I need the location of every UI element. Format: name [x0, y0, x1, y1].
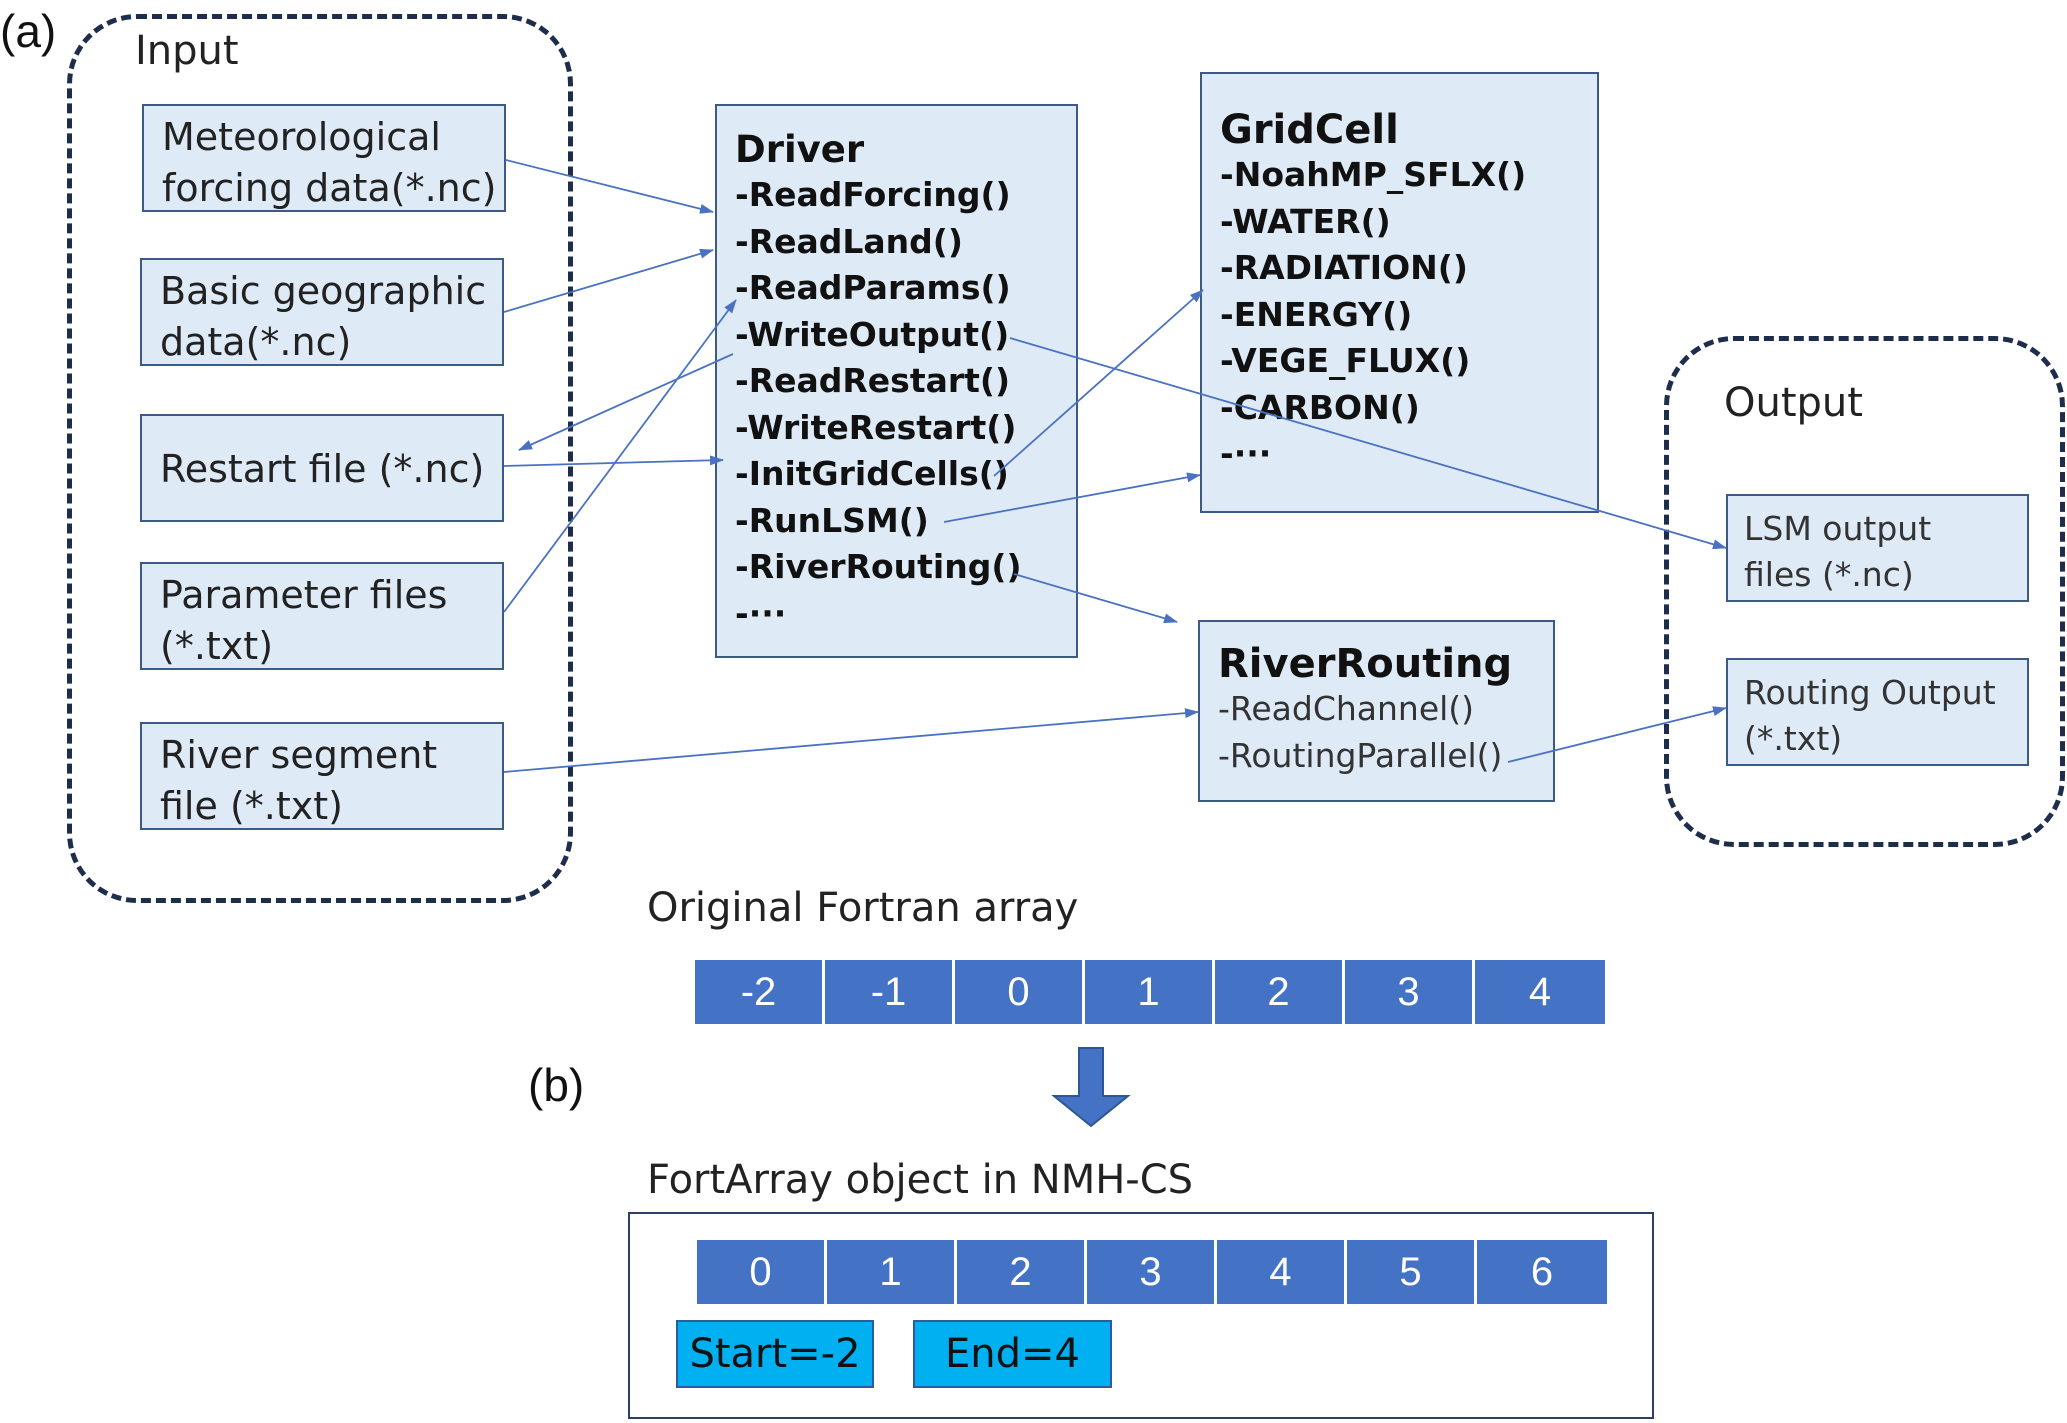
file-line: Basic geographic — [160, 269, 487, 313]
file-line: forcing data(*.nc) — [162, 166, 497, 210]
file-line: River segment — [160, 733, 438, 777]
parameter-files: Parameter files (*.txt) — [140, 562, 504, 670]
output-group-frame — [1664, 336, 2065, 847]
driver-method: -··· — [735, 593, 787, 633]
basic-geographic-file: Basic geographic data(*.nc) — [140, 258, 504, 366]
fortran-array: -2 -1 0 1 2 3 4 — [695, 960, 1605, 1024]
riverrouting-method: -RoutingParallel() — [1218, 735, 1503, 775]
meteorological-forcing-file: Meteorological forcing data(*.nc) — [142, 104, 506, 212]
gridcell-method: -VEGE_FLUX() — [1220, 341, 1471, 380]
arrow-initgridcells-to-gridcell — [993, 289, 1204, 477]
panel-a-label: (a) — [0, 5, 57, 57]
file-line: Meteorological — [162, 115, 441, 159]
array-cell: 5 — [1347, 1240, 1477, 1304]
gridcell-method: -RADIATION() — [1220, 248, 1468, 287]
array-cell: 0 — [697, 1240, 827, 1304]
gridcell-method: -ENERGY() — [1220, 294, 1413, 334]
riverrouting-method: -ReadChannel() — [1218, 689, 1475, 728]
array-cell: 2 — [957, 1240, 1087, 1304]
fortran-array-caption: Original Fortran array — [647, 885, 1079, 931]
driver-method: -ReadLand() — [735, 221, 963, 261]
array-cell: -2 — [695, 960, 825, 1024]
driver-title: Driver — [735, 128, 865, 171]
fortarray-object-array: 0 1 2 3 4 5 6 — [697, 1240, 1607, 1304]
arrow-riverrouting-call — [1013, 573, 1178, 624]
file-line: Parameter files — [160, 573, 448, 617]
array-cell: 0 — [955, 960, 1085, 1024]
file-line: file (*.txt) — [160, 784, 343, 828]
driver-method: -InitGridCells() — [735, 454, 1009, 493]
output-group-title: Output — [1724, 380, 1863, 426]
array-cell: 3 — [1345, 960, 1475, 1024]
driver-method: -ReadParams() — [735, 268, 1011, 307]
input-group-frame — [67, 14, 573, 903]
gridcell-title: GridCell — [1220, 107, 1399, 153]
file-line: data(*.nc) — [160, 320, 352, 364]
array-cell: 2 — [1215, 960, 1345, 1024]
file-line: files (*.nc) — [1744, 555, 1914, 594]
arrow-routingparallel-to-routingoutput — [1507, 706, 1727, 763]
routing-output-file: Routing Output (*.txt) — [1726, 658, 2029, 766]
array-cell: 4 — [1217, 1240, 1347, 1304]
gridcell-method: -NoahMP_SFLX() — [1220, 155, 1527, 194]
arrow-restartfile-to-readrestart — [503, 455, 724, 467]
driver-method: -RunLSM() — [735, 500, 929, 540]
arrow-writerestart-to-restartfile — [518, 353, 734, 451]
file-line: (*.txt) — [160, 624, 274, 668]
arrow-writeoutput-to-lsmoutput — [1009, 337, 1727, 550]
arrow-paramfiles-to-readparams — [503, 299, 737, 613]
driver-method: -WriteOutput() — [735, 314, 1010, 354]
file-line: (*.txt) — [1744, 719, 1843, 758]
gridcell-method: -CARBON() — [1220, 387, 1420, 427]
start-index-tag: Start=-2 — [676, 1320, 874, 1388]
restart-file: Restart file (*.nc) — [140, 414, 504, 522]
riverrouting-class-box: RiverRouting -ReadChannel() -RoutingPara… — [1198, 620, 1555, 802]
array-cell: -1 — [825, 960, 955, 1024]
driver-method: -ReadRestart() — [735, 361, 1011, 400]
array-cell: 1 — [1085, 960, 1215, 1024]
gridcell-class-box: GridCell -NoahMP_SFLX() -WATER() -RADIAT… — [1200, 72, 1599, 513]
gridcell-method: -··· — [1220, 434, 1272, 473]
file-line: LSM output — [1744, 509, 1932, 548]
arrow-forcing-to-readforcing — [505, 159, 714, 214]
array-cell: 1 — [827, 1240, 957, 1304]
gridcell-method: -WATER() — [1220, 201, 1391, 241]
driver-method: -ReadForcing() — [735, 175, 1011, 214]
driver-class-box: Driver -ReadForcing() -ReadLand() -ReadP… — [715, 104, 1078, 658]
input-group-title: Input — [135, 28, 239, 74]
arrow-runlsm-to-gridcell — [943, 472, 1201, 523]
arrow-riversegment-to-riverrouting — [503, 708, 1199, 773]
array-cell: 4 — [1475, 960, 1605, 1024]
river-segment-file: River segment file (*.txt) — [140, 722, 504, 830]
end-index-tag: End=4 — [913, 1320, 1112, 1388]
driver-method: -WriteRestart() — [735, 407, 1017, 447]
file-line: Routing Output — [1744, 673, 1996, 712]
panel-b-label: (b) — [528, 1059, 585, 1111]
array-cell: 3 — [1087, 1240, 1217, 1304]
down-arrow-icon — [1051, 1047, 1131, 1128]
arrow-geographic-to-readland — [503, 248, 714, 313]
riverrouting-title: RiverRouting — [1218, 641, 1513, 687]
fortarray-object-caption: FortArray object in NMH-CS — [647, 1157, 1194, 1203]
lsm-output-file: LSM output files (*.nc) — [1726, 494, 2029, 602]
file-line: Restart file (*.nc) — [160, 447, 485, 491]
array-cell: 6 — [1477, 1240, 1607, 1304]
driver-method: -RiverRouting() — [735, 547, 1022, 586]
